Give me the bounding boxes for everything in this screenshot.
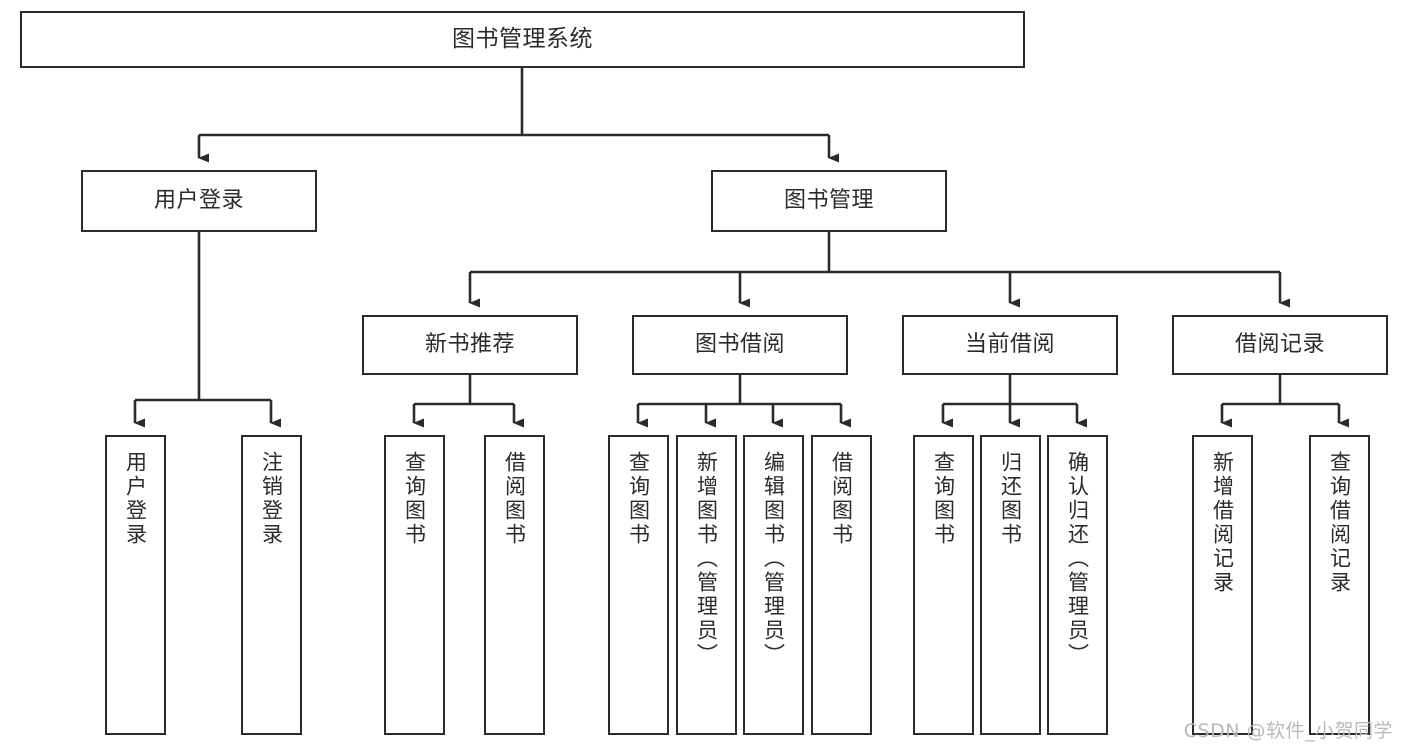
leaf-borrow-add-book-admin[interactable]: 新增图书（管理员） (676, 435, 737, 735)
leaf-records-add-record[interactable]: 新增借阅记录 (1192, 435, 1253, 735)
leaf-new-book-query[interactable]: 查询图书 (384, 435, 445, 735)
leaf-borrow-edit-book-admin[interactable]: 编辑图书（管理员） (743, 435, 804, 735)
watermark-text: CSDN @软件_小贺同学 (1183, 720, 1393, 742)
node-label: 注销登录 (259, 451, 284, 547)
node-label: 查询借阅记录 (1327, 451, 1352, 595)
node-label: 新增图书（管理员） (694, 451, 719, 667)
leaf-user-login-signout[interactable]: 注销登录 (241, 435, 302, 735)
leaf-borrow-query-book[interactable]: 查询图书 (608, 435, 669, 735)
node-label: 借阅图书 (502, 451, 527, 547)
node-root-system[interactable]: 图书管理系统 (20, 11, 1025, 68)
node-label: 用户登录 (123, 451, 148, 547)
node-label: 新增借阅记录 (1210, 451, 1235, 595)
node-label: 归还图书 (998, 451, 1023, 547)
leaf-current-query-book[interactable]: 查询图书 (913, 435, 974, 735)
node-new-book-recommend[interactable]: 新书推荐 (362, 315, 578, 375)
leaf-current-confirm-return-admin[interactable]: 确认归还（管理员） (1047, 435, 1108, 735)
node-label: 借阅图书 (829, 451, 854, 547)
leaf-new-book-borrow[interactable]: 借阅图书 (484, 435, 545, 735)
node-book-management[interactable]: 图书管理 (711, 170, 947, 232)
leaf-user-login-signin[interactable]: 用户登录 (105, 435, 166, 735)
node-label: 图书管理 (783, 188, 874, 214)
node-label: 查询图书 (626, 451, 651, 547)
leaf-records-query-record[interactable]: 查询借阅记录 (1309, 435, 1370, 735)
node-label: 借阅记录 (1234, 332, 1325, 358)
node-label: 查询图书 (402, 451, 427, 547)
node-user-login[interactable]: 用户登录 (81, 170, 317, 232)
node-label: 图书管理系统 (452, 25, 593, 52)
node-label: 查询图书 (931, 451, 956, 547)
node-label: 确认归还（管理员） (1065, 451, 1090, 667)
node-borrow-records[interactable]: 借阅记录 (1172, 315, 1388, 375)
leaf-current-return-book[interactable]: 归还图书 (980, 435, 1041, 735)
node-label: 当前借阅 (964, 332, 1055, 358)
node-current-borrow[interactable]: 当前借阅 (902, 315, 1118, 375)
node-label: 编辑图书（管理员） (761, 451, 786, 667)
node-label: 图书借阅 (694, 332, 785, 358)
node-book-borrow[interactable]: 图书借阅 (632, 315, 848, 375)
leaf-borrow-borrow-book[interactable]: 借阅图书 (811, 435, 872, 735)
node-label: 用户登录 (153, 188, 244, 214)
node-label: 新书推荐 (424, 332, 515, 358)
